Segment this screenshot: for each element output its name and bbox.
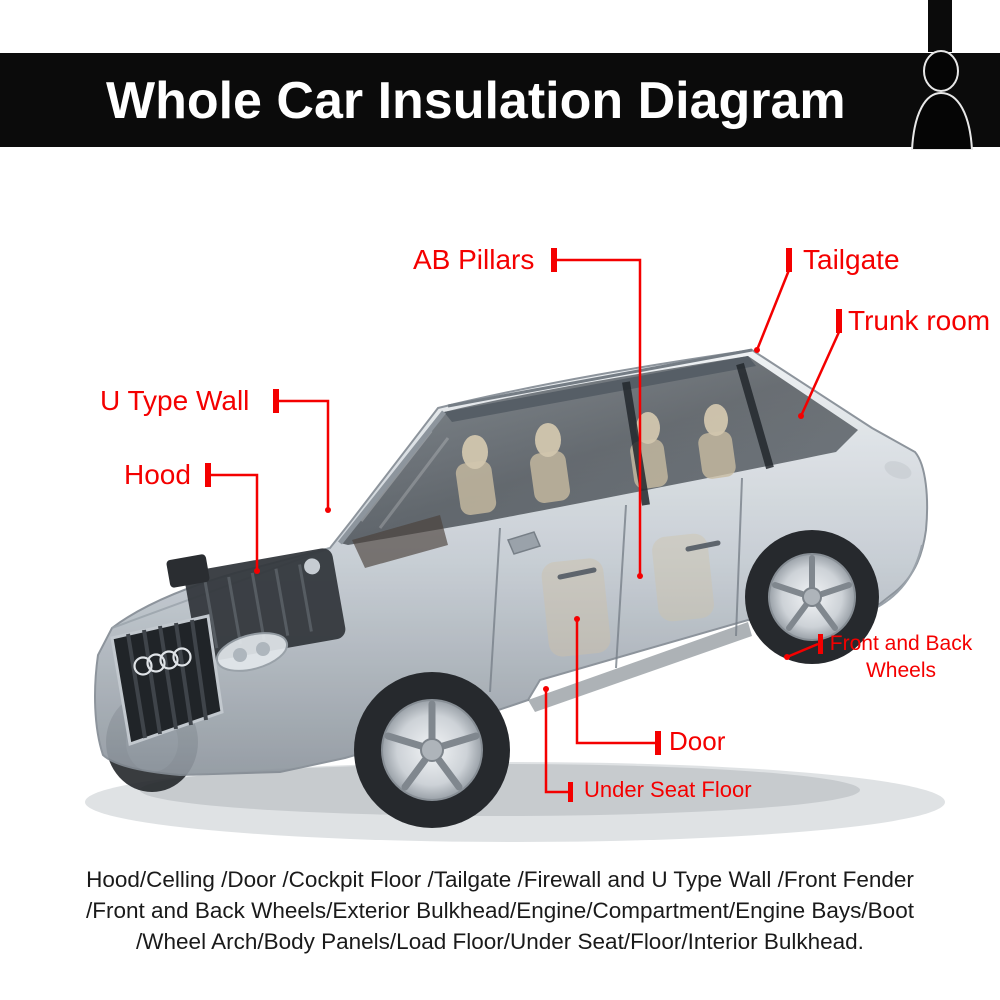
person-silhouette-icon xyxy=(910,0,974,150)
callout-u-type-wall: U Type Wall xyxy=(100,385,250,416)
callout-tailgate: Tailgate xyxy=(803,244,900,275)
rear-wheel xyxy=(745,530,879,664)
parts-list-line-1: Hood/Celling /Door /Cockpit Floor /Tailg… xyxy=(86,867,914,892)
callout-door: Door xyxy=(669,726,726,756)
parts-list-line-2: /Front and Back Wheels/Exterior Bulkhead… xyxy=(86,898,914,923)
headlight xyxy=(215,632,289,672)
callout-ab-pillars: AB Pillars xyxy=(413,244,535,275)
callout-hood: Hood xyxy=(124,459,191,490)
engine xyxy=(166,548,346,662)
brand-rings-icon xyxy=(133,647,192,676)
callout-front-back-wheels: Front and Back Wheels xyxy=(829,632,973,682)
grille xyxy=(110,614,224,746)
title-banner: Whole Car Insulation Diagram xyxy=(0,53,1000,147)
leader-lines xyxy=(205,248,842,802)
page-title: Whole Car Insulation Diagram xyxy=(106,72,846,130)
front-wheel xyxy=(354,672,510,828)
callout-trunk-room: Trunk room xyxy=(848,305,991,336)
side-mirror xyxy=(506,531,542,555)
pillars-and-seams xyxy=(338,362,774,693)
parts-list-line-3: /Wheel Arch/Body Panels/Load Floor/Under… xyxy=(136,929,864,954)
ground-shadow xyxy=(85,762,945,842)
parts-list: Hood/Celling /Door /Cockpit Floor /Tailg… xyxy=(0,864,1000,957)
callout-under-seat-floor: Under Seat Floor xyxy=(584,777,752,802)
